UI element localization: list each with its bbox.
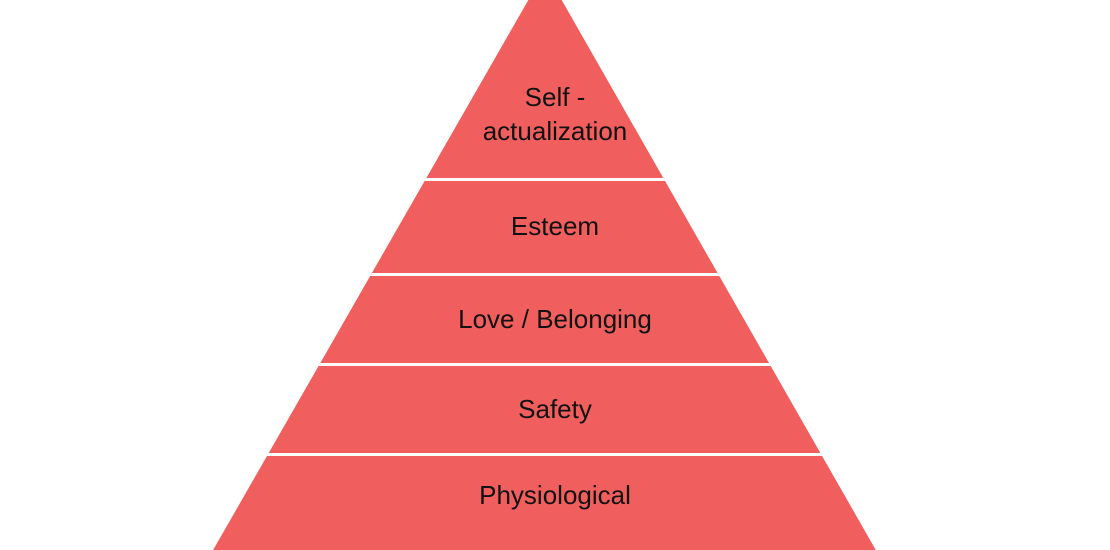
pyramid-level-label: Esteem (510, 211, 600, 242)
pyramid-level-label: Physiological (479, 480, 631, 511)
pyramid-level-love-belonging: Love / Belonging (213, 276, 876, 366)
pyramid-level-label: Self - actualization (482, 82, 628, 146)
pyramid-level-label: Love / Belonging (458, 303, 652, 334)
pyramid-level-label: Safety (518, 393, 592, 424)
pyramid-level-esteem: Esteem (213, 181, 876, 276)
pyramid-level-self-actualization: Self - actualization (213, 0, 876, 181)
pyramid-level-safety: Safety (213, 366, 876, 456)
pyramid-level-physiological: Physiological (213, 456, 876, 550)
